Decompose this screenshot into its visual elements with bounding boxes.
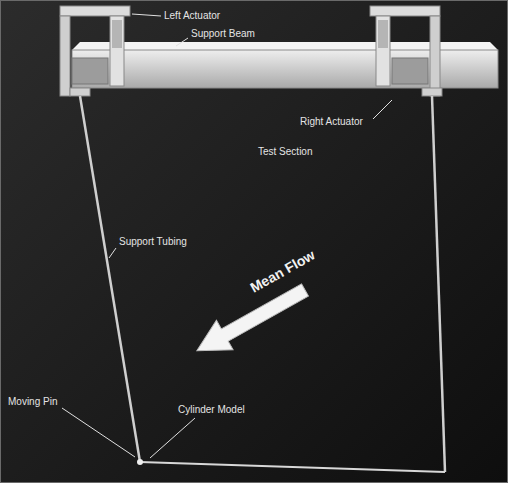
part-label: Right Actuator <box>300 116 363 127</box>
moving-pin <box>137 459 143 465</box>
part-label: Support Beam <box>191 28 255 39</box>
part-label: Cylinder Model <box>178 404 245 415</box>
part-label: Moving Pin <box>8 396 57 407</box>
left-actuator <box>60 6 130 96</box>
right-tubing <box>432 96 445 472</box>
cylinder-model <box>140 462 445 472</box>
part-label: Left Actuator <box>164 10 220 21</box>
left-tubing <box>80 96 140 462</box>
leader-lines <box>62 14 392 458</box>
right-actuator <box>370 6 442 96</box>
part-label: Test Section <box>258 146 312 157</box>
part-label: Support Tubing <box>119 236 187 247</box>
